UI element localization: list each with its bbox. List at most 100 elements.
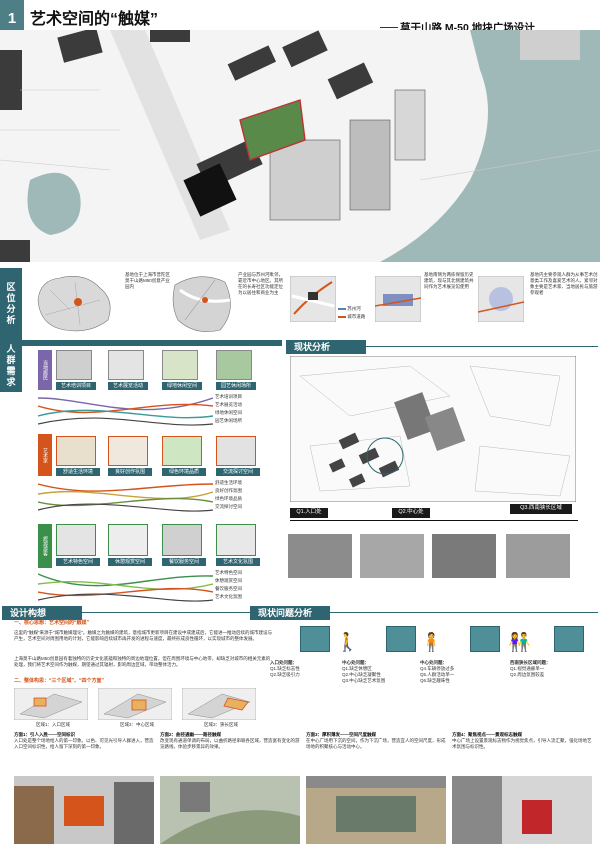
line-label: 交流探讨空间: [215, 504, 242, 509]
zone-label: 区域3：狭长区域: [204, 722, 239, 727]
need-label: 园艺休闲场所: [216, 382, 256, 390]
q-label-southwest: Q3.西南狭长区域: [510, 504, 572, 514]
need-label: 交流探讨空间: [216, 468, 260, 476]
residents-photo-3: [162, 350, 198, 380]
artists-photo-2: [108, 436, 148, 466]
line-label: 休憩观赏空间: [215, 578, 242, 583]
scheme-4: 方面4：聚焦视点——景观标志触媒 中心广场上设置景观标志物作为视觉焦点，引导人流…: [452, 732, 592, 749]
artists-photo-1: [56, 436, 96, 466]
title-divider: [380, 27, 398, 28]
site-aerial-map: [0, 30, 600, 262]
section-problem-analysis[interactable]: 现状问题分析: [250, 606, 330, 620]
tab-location-analysis[interactable]: 区位分析: [0, 268, 22, 340]
visitor-map: [478, 276, 524, 322]
group-label-tourists: 旅游游客: [38, 524, 52, 568]
need-label: 绿地休闲空间: [162, 382, 202, 390]
need-label: 艺术展览活动: [108, 382, 148, 390]
location-note-2: 产业园与苏州河毗邻，靠近市中心地区。其所在的长寿社区功能定位为以居住和商业为主: [238, 272, 283, 295]
person-icon: 🚶: [336, 632, 359, 652]
zone-label: 区域2：中心区域: [120, 722, 155, 727]
tourists-photo-2: [108, 524, 148, 556]
plan-heading: 二、整体构思：“三个区域”、“四个方面”: [14, 678, 105, 684]
core-heading: 一、核心思想：艺术空间的“触媒”: [14, 620, 90, 626]
residents-photo-4: [216, 350, 252, 380]
q-label-entrance: Q1.入口处: [290, 508, 328, 518]
district-detail-map: [172, 276, 231, 332]
residents-needs-lines: [38, 397, 213, 426]
problem-tile-4: [554, 626, 584, 652]
problem-group-center-1: 中心处问题： Q1.缺乏休憩区 Q2.中心缺乏凝聚性 Q3.中心缺乏艺术氛围: [342, 660, 386, 683]
residents-photo-2: [108, 350, 144, 380]
need-label: 艺术文化氛围: [216, 558, 260, 566]
render-path: [160, 776, 300, 844]
line-label: 绿地休闲空间: [215, 410, 242, 415]
scheme-2: 方面2：曲径通幽——路径触媒 改变现有通道单调的布局，以曲折路径串联各区域，营造…: [160, 732, 300, 749]
residents-photo-1: [56, 350, 92, 380]
problem-tile-2: [386, 626, 416, 652]
problem-divider: [330, 612, 598, 613]
historic-buildings-map: [375, 276, 421, 322]
need-label: 绿色环境品质: [162, 468, 206, 476]
legend-road: 城市道路: [338, 314, 378, 320]
zone-diagram-entrance: [14, 688, 88, 720]
legend-river: 苏州河: [338, 306, 378, 312]
tourists-photo-1: [56, 524, 96, 556]
photo-center-2: [432, 534, 496, 578]
person-icon: 🧍: [420, 632, 443, 652]
line-label: 餐饮服务空间: [215, 586, 242, 591]
line-label: 艺术培训项目: [215, 394, 242, 399]
problem-group-southwest: 西南狭长区域问题： Q1.视觉通廊单一 Q2.周边氛围较差: [510, 660, 551, 677]
person-icon: 👫: [508, 632, 531, 652]
concept-divider: [82, 612, 272, 613]
scheme-3: 方面3：厚积薄发——空间尺度触媒 在中心广场用下沉的空间，作为下沉广场，营造宜人…: [306, 732, 446, 749]
render-entrance: [14, 776, 154, 844]
problem-group-center-2: 中心处问题： Q4.车辆停放过多 Q5.人群活动单一 Q6.缺乏趣味性: [420, 660, 455, 683]
photo-center-1: [360, 534, 424, 578]
artists-photo-4: [216, 436, 256, 466]
group-label-artists: 艺术家: [38, 434, 52, 476]
line-label: 艺术文化氛围: [215, 594, 242, 599]
need-label: 餐饮服务空间: [162, 558, 206, 566]
line-label: 艺术展览活动: [215, 402, 242, 407]
scheme-1: 方面1：引人入胜——空间标识 入口处是整个场地给人的第一印象。以色、可见光引导人…: [14, 732, 154, 749]
site-context-map: [290, 276, 336, 322]
line-label: 园艺休闲场所: [215, 418, 242, 423]
line-label: 绿色环境品质: [215, 496, 242, 501]
tab-crowd-needs[interactable]: 人群需求: [0, 340, 22, 392]
group-label-residents: 当地居民: [38, 350, 52, 390]
problem-tile-1: [300, 626, 330, 652]
current-status-plan: [290, 356, 576, 502]
zone-label: 区域1：入口区域: [36, 722, 71, 727]
tourists-photo-4: [216, 524, 256, 556]
render-landmark: [452, 776, 592, 844]
section-current-status[interactable]: 现状分析: [286, 340, 366, 354]
crowd-bar: [22, 340, 282, 346]
core-text-2: 上海莫干山路M50创意园有着独特的历史文化底蕴和独特的周边地理位置，但在周围环境…: [14, 656, 271, 667]
need-label: 良好创作氛围: [108, 468, 152, 476]
location-note-4: 基地内主要参观人群为从事艺术创意类工作及喜爱艺术的人。紧邻对象主要是艺术家、当地…: [530, 272, 598, 295]
q-timeline: [290, 520, 578, 521]
location-note-1: 基地位于上海市普陀区莫干山路M50创意产业园内: [125, 272, 170, 289]
problem-group-entrance: 入口处问题： Q1.缺乏标志性 Q2.缺乏吸引力: [270, 660, 300, 677]
section-design-concept[interactable]: 设计构想: [2, 606, 82, 620]
tourists-photo-3: [162, 524, 202, 556]
zone-diagram-southwest: [182, 688, 256, 720]
problem-tile-3: [470, 626, 500, 652]
line-label: 艺术特色空间: [215, 570, 242, 575]
line-label: 舒适生活环境: [215, 480, 242, 485]
need-label: 艺术特色空间: [56, 558, 100, 566]
artists-needs-lines: [38, 483, 213, 512]
zone-diagram-center: [98, 688, 172, 720]
q-label-center: Q2.中心处: [392, 508, 430, 518]
photo-entrance-1: [288, 534, 352, 578]
problem-silhouettes: 🚶 🧍 👫: [300, 626, 590, 656]
render-sunken-plaza: [306, 776, 446, 844]
shanghai-district-map: [37, 276, 111, 332]
need-label: 艺术培训项目: [56, 382, 96, 390]
tourists-needs-lines: [38, 573, 213, 602]
need-label: 舒适生活环境: [56, 468, 100, 476]
core-text: 这里的“触媒”来源于“城市触媒理论”。触媒之为触媒的建筑，意指城市更新项目在建设…: [14, 630, 272, 641]
need-label: 休憩观赏空间: [108, 558, 152, 566]
page-title: 艺术空间的“触媒”: [30, 11, 159, 28]
photo-southwest-1: [506, 534, 570, 578]
